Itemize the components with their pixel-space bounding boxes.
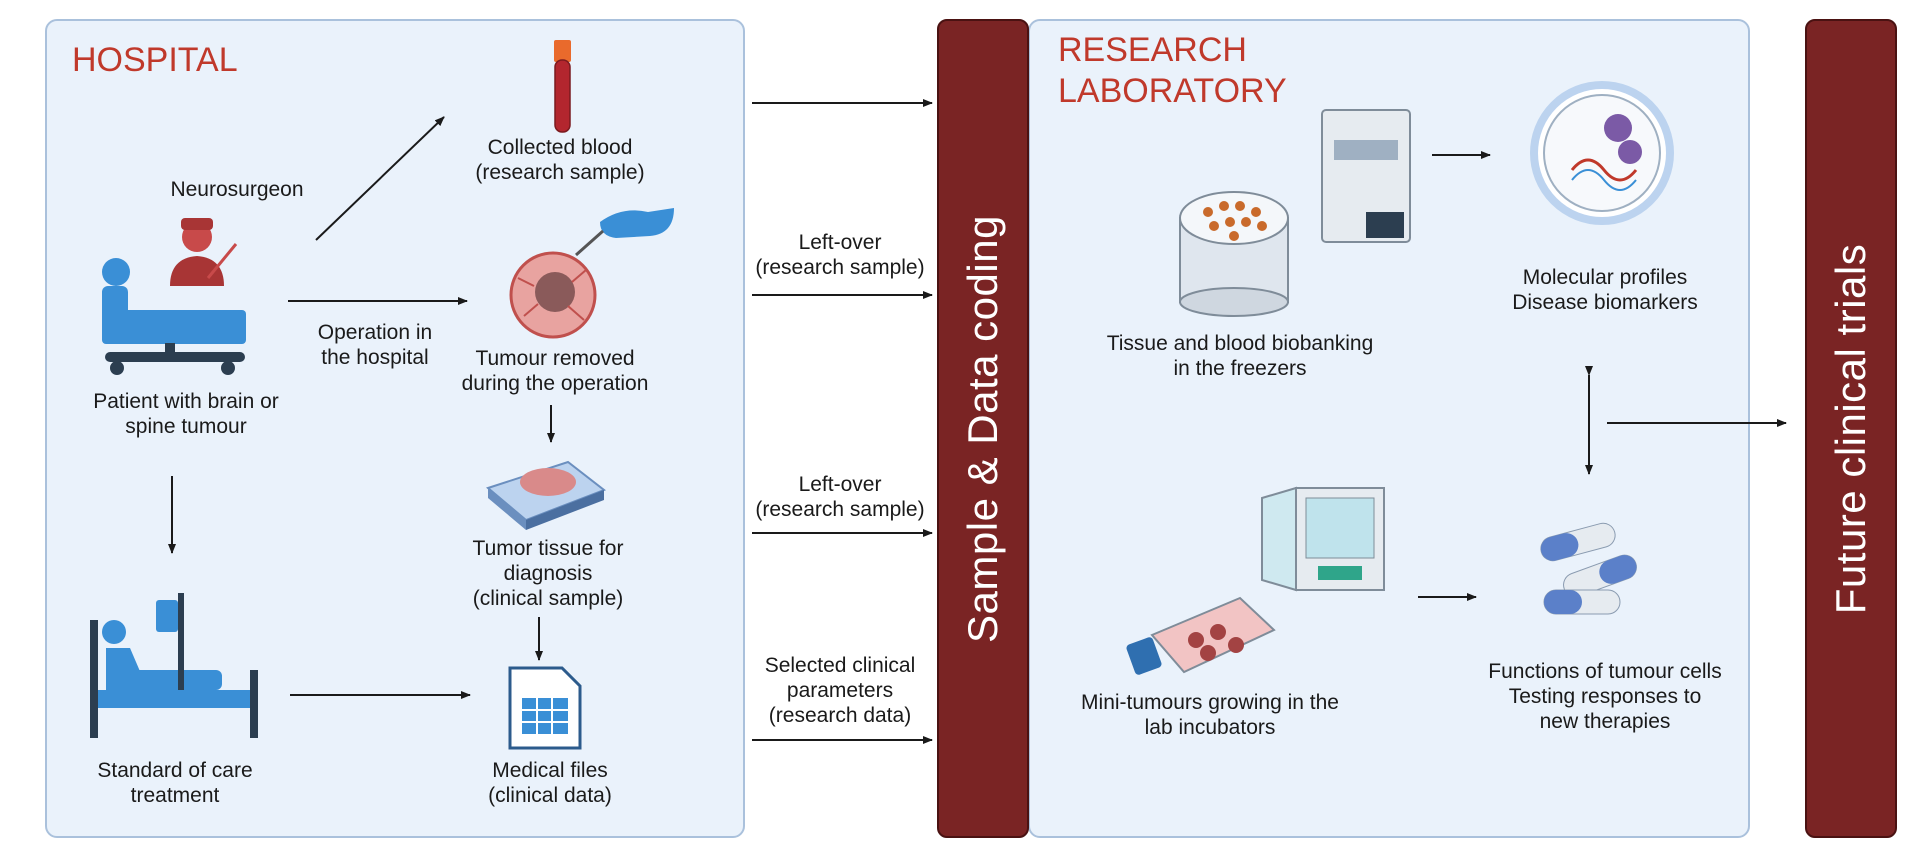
- incubator-icon: [1261, 486, 1385, 592]
- patient-label: Patient with brain or spine tumour: [93, 390, 279, 438]
- biobanking-label: Tissue and blood biobanking in the freez…: [1106, 332, 1374, 380]
- hospital-heading: HOSPITAL: [72, 41, 238, 79]
- operation-label: Operation in the hospital: [317, 321, 433, 369]
- molecular-profiles-label: Molecular profiles Disease biomarkers: [1512, 266, 1698, 314]
- freezer-icon: [1321, 109, 1411, 243]
- tumour-icon: [509, 251, 597, 339]
- molecular-petri-icon: [1530, 81, 1674, 225]
- culture-flask-icon: [1126, 596, 1276, 675]
- collected-blood-label: Collected blood (research sample): [475, 136, 645, 184]
- medical-files-label: Medical files (clinical data): [488, 759, 612, 807]
- tumor-tissue-label: Tumor tissue for diagnosis (clinical sam…: [472, 537, 624, 610]
- medical-file-icon: [508, 666, 582, 750]
- neurosurgeon-label: Neurosurgeon: [170, 178, 304, 201]
- gloved-hand-scalpel-icon: [575, 208, 674, 257]
- tissue-slide-icon: [485, 460, 607, 530]
- neurosurgeon-icon: [170, 218, 238, 286]
- arrow-patient-to-blood: [315, 116, 445, 241]
- mini-tumours-label: Mini-tumours growing in the lab incubato…: [1081, 691, 1339, 739]
- sample-data-coding-bar: Sample & Data coding: [937, 19, 1029, 838]
- patient-bed-icon: [102, 258, 246, 375]
- leftover-label-1: Left-over (research sample): [755, 231, 925, 279]
- capsules-icon: [1540, 522, 1637, 615]
- clinical-parameters-label: Selected clinical parameters (research d…: [764, 654, 916, 727]
- hospital-bed-iv-icon: [90, 593, 258, 738]
- future-clinical-trials-bar: Future clinical trials: [1805, 19, 1897, 838]
- blood-tube-icon: [554, 40, 571, 133]
- functions-label: Functions of tumour cells Testing respon…: [1488, 660, 1722, 733]
- research-laboratory-heading: RESEARCH LABORATORY: [1058, 31, 1287, 110]
- standard-care-label: Standard of care treatment: [97, 759, 253, 807]
- tumour-removed-label: Tumour removed during the operation: [461, 347, 649, 395]
- sample-box-icon: [1179, 191, 1289, 317]
- leftover-label-2: Left-over (research sample): [755, 473, 925, 521]
